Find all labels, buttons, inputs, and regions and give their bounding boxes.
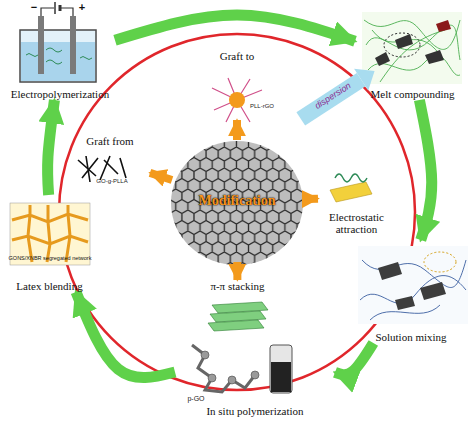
stacked-sheet (208, 320, 264, 331)
method-node: Electropolymerization (5, 3, 115, 100)
graphene-flake (395, 296, 415, 310)
material-label: p-GO (187, 395, 204, 402)
modification-ring (59, 34, 415, 390)
material-label: GO-g-PLLA (96, 178, 127, 184)
arrow-label: dispersion (313, 81, 352, 111)
node-text: Electrostatic attraction (318, 211, 395, 235)
cycle-arrow (335, 343, 373, 375)
vial-liquid (271, 362, 291, 392)
monomer-units (201, 351, 259, 384)
material-label: GONS/XNBR segregated network (9, 256, 92, 262)
node-text: In situ polymerization (206, 405, 303, 417)
graphene-lattice (171, 141, 303, 265)
polarity-sign: − (31, 2, 37, 13)
wire (41, 8, 73, 16)
graphene-flake (378, 262, 402, 280)
vial (270, 345, 292, 393)
node-text: Electropolymerization (11, 88, 109, 100)
dispersion-arrow-head (354, 60, 382, 91)
polymer-chains (364, 20, 460, 82)
graphene-sheet (171, 141, 303, 265)
graphene-flake (395, 34, 413, 49)
monomer (251, 371, 259, 379)
graphene-flake (425, 50, 444, 64)
node-text: Graft to (220, 50, 255, 62)
modification-arrow (150, 173, 172, 180)
battery-symbol (59, 5, 62, 11)
modification-node: Graft from (70, 135, 150, 185)
graft-to-illustration (212, 78, 262, 122)
cycle-arrow (419, 100, 431, 240)
modification-node: Graft to (187, 50, 287, 120)
method-node: Latex blending (2, 195, 97, 292)
polarity-sign: + (79, 2, 85, 13)
material-label: PLL-rGO (250, 103, 274, 109)
battery-symbol (54, 2, 56, 14)
go-sheet (330, 182, 372, 202)
polymer-chains (360, 260, 466, 320)
electrode (70, 16, 76, 74)
cycle-arrow (76, 292, 175, 378)
graphene-flake (375, 52, 390, 66)
polymer-chain (26, 48, 92, 64)
rgo-core (229, 92, 245, 108)
zoom-ring (424, 252, 456, 272)
segregated-network (12, 205, 88, 262)
method-node: Solution mixing (350, 240, 472, 343)
dispersion-arrow (294, 60, 382, 130)
method-node: Melt compounding (355, 8, 470, 100)
graphene-flake (436, 20, 451, 32)
dispersion-zone (384, 33, 420, 57)
monomer (228, 376, 236, 384)
beaker (20, 30, 96, 82)
cycle-arrow (115, 15, 355, 41)
monomer (208, 374, 216, 382)
polymer-coil (335, 174, 367, 182)
polymer-chain (192, 345, 255, 392)
solution-panel (358, 246, 468, 324)
node-text: Graft from (86, 135, 133, 147)
node-text: Solution mixing (375, 331, 446, 343)
modification-node: π-π stacking (195, 280, 280, 332)
melt-panel (362, 12, 462, 84)
modification-arrow (233, 120, 241, 140)
node-text: π-π stacking (210, 280, 264, 292)
polymer-arm (212, 78, 262, 122)
method-node: In situ polymerization (175, 335, 335, 417)
node-text: Melt compounding (370, 88, 454, 100)
node-text: Latex blending (16, 280, 82, 292)
modification-arrow (233, 262, 241, 280)
node-text: Modification (199, 193, 276, 208)
modification-node: Electrostatic attraction (318, 160, 395, 235)
graphene-flake (420, 282, 446, 300)
modification-arrow (302, 195, 318, 203)
cycle-arrow (48, 100, 55, 195)
electrolyte (21, 42, 95, 81)
monomer (201, 351, 209, 359)
electrode (38, 16, 44, 74)
dispersion-arrow-body (296, 73, 365, 126)
graphene-center: Modification (172, 140, 302, 262)
